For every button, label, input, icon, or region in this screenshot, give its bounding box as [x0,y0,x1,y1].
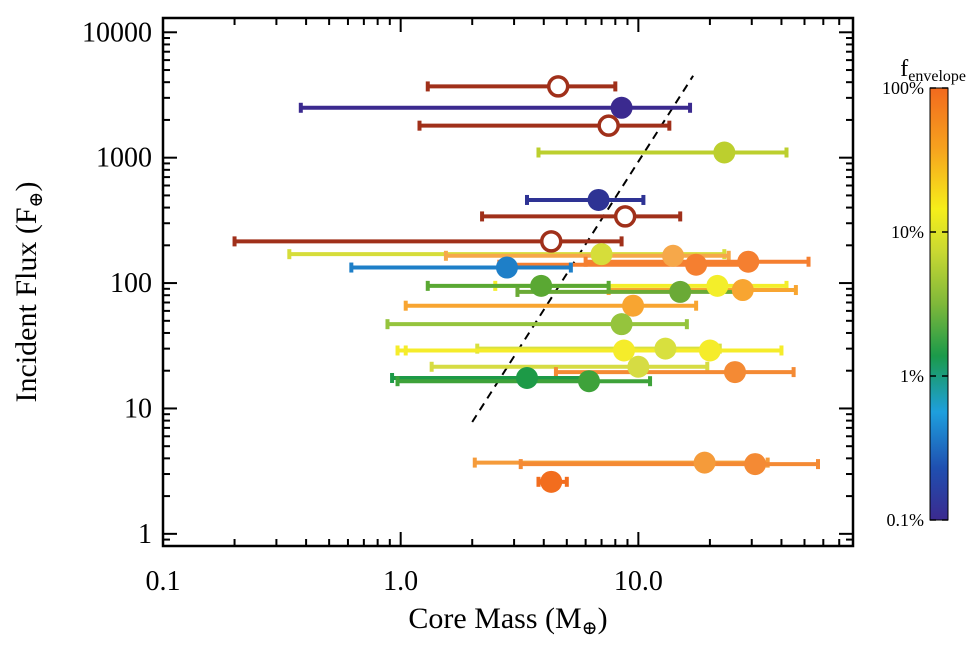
y-tick-label: 100 [110,268,152,299]
data-point-open [597,114,620,137]
data-point [610,96,633,119]
data-markers [495,75,767,493]
colorbar-tick-label: 10% [891,222,924,242]
dashed-line [471,75,694,423]
colorbar [929,87,949,521]
data-point [669,280,692,303]
data-point [662,244,685,267]
data-point [622,294,645,317]
data-point [590,243,613,266]
data-point [612,339,635,362]
y-tick-label: 10000 [82,17,152,48]
colorbar-tick-label: 1% [900,366,924,386]
data-point [540,470,563,493]
x-tick-labels: 0.1 1.0 10.0 [146,566,663,597]
x-axis-title: Core Mass (M⊕) [408,602,607,639]
x-tick-label: 0.1 [146,566,181,597]
axis-ticks [162,18,854,547]
reference-line [471,75,694,423]
data-point [578,370,601,393]
data-point [530,274,553,297]
x-tick-label: 10.0 [614,566,663,597]
y-tick-label: 1 [138,519,152,550]
data-point-open [539,230,563,253]
data-point-open [613,205,637,228]
data-point [713,141,736,164]
data-point [698,339,721,362]
plot-frame [161,16,855,548]
y-tick-label: 1000 [96,143,152,174]
colorbar-tick-label: 100% [882,78,924,98]
x-tick-label: 1.0 [383,566,418,597]
colorbar-tick-label: 0.1% [887,510,925,530]
data-point-open [546,75,570,98]
data-point [723,361,746,384]
data-point [515,366,538,389]
data-point [495,256,518,279]
colorbar-title: fenvelope [900,56,966,85]
y-axis-title: Incident Flux (F⊕) [10,182,47,403]
data-point [706,274,729,297]
colorbar-ticks [930,87,948,521]
data-point [744,453,767,476]
y-tick-label: 10 [124,393,152,424]
data-point [685,253,708,276]
data-point [654,337,677,360]
y-tick-labels: 1 10 100 1000 10000 [82,17,152,550]
data-point [731,279,754,302]
data-point [737,250,760,273]
error-bars [232,81,821,487]
data-point [587,188,610,211]
colorbar-tick-labels: 0.1% 1% 10% 100% [882,78,924,530]
data-point [610,313,633,336]
data-point [627,355,650,378]
data-point [693,451,716,474]
